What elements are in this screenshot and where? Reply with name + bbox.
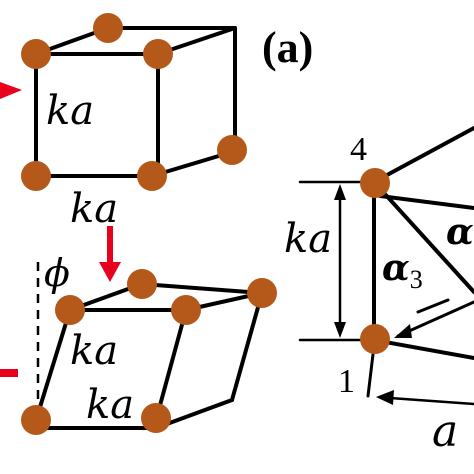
sheared-cube-bottom-edge-label: ka [86, 382, 134, 428]
sheared-cube-left-edge [34, 308, 72, 422]
top-cube-node [137, 161, 167, 191]
top-cube-vertical-edge-label: ka [46, 88, 94, 134]
length-dimension-line [388, 396, 474, 406]
top-cube-node [93, 13, 123, 43]
sheared-cube-left-edge-label: ka [70, 328, 118, 374]
right-structure-nodes [360, 168, 390, 354]
top-cube-node [21, 161, 51, 191]
top-cube-nodes [21, 13, 247, 191]
right-structure-mid-edge [378, 194, 474, 210]
node-4 [360, 168, 390, 198]
force-arrow-left-top [0, 82, 22, 99]
height-dimension-arrow-down [334, 322, 346, 338]
sheared-cube-node [127, 269, 157, 299]
panel-label: (a) [262, 23, 313, 72]
alpha-upper-label: α [446, 211, 474, 253]
node-1-label: 1 [338, 363, 355, 400]
node-1 [360, 324, 390, 354]
right-structure-diagonal-edge [372, 180, 474, 294]
top-cube-node [21, 39, 51, 69]
alpha3-subscript: 3 [410, 265, 423, 294]
bottom-length-label: a [432, 406, 458, 457]
sheared-cube-node [141, 403, 171, 433]
height-label: ka [284, 216, 332, 262]
right-structure-lower-edge [372, 338, 474, 360]
alpha3-label: α3 [382, 247, 423, 294]
right-structure [298, 126, 474, 406]
angle-vector-arrowhead [394, 324, 412, 338]
force-arrow-left-bottom [0, 369, 18, 377]
sheared-cube-node [55, 295, 85, 325]
sheared-cube-nodes [21, 269, 277, 435]
alpha3-symbol: α [382, 247, 410, 289]
length-dimension-arrowhead [376, 390, 394, 405]
sheared-cube-node [21, 405, 51, 435]
right-structure-upper-edge [372, 126, 474, 184]
sheared-cube-node [247, 278, 277, 308]
sheared-cube-back-top-edge [140, 282, 264, 295]
sheared-cube-mid-edge [154, 308, 188, 422]
shear-angle-label: ϕ [44, 251, 70, 295]
top-cube-node [143, 39, 173, 69]
top-cube-bottom-edge-label: ka [70, 186, 118, 232]
right-structure-bottom-stem [366, 344, 376, 398]
node-4-label: 4 [350, 131, 367, 168]
sheared-cube-right-edge [230, 291, 264, 402]
top-cube-node [217, 135, 247, 165]
angle-vector-dash [416, 298, 450, 314]
height-dimension-arrow-up [334, 184, 346, 200]
sheared-cube-node [171, 295, 201, 325]
force-arrow-down [99, 226, 121, 282]
